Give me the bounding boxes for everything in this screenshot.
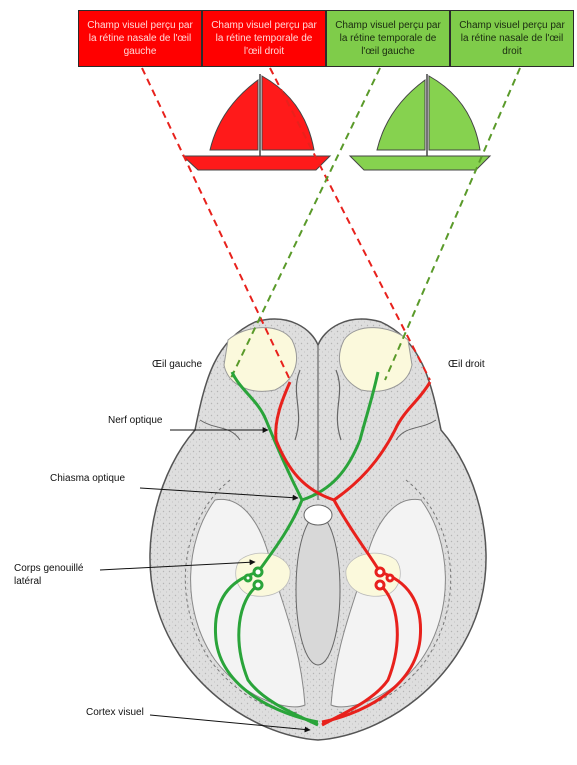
brain-outline [150, 319, 486, 740]
left-lgn-region [236, 553, 290, 596]
field-left-nasal: Champ visuel perçu par la rétine nasale … [78, 10, 202, 67]
field-left-temporal: Champ visuel perçu par la rétine tempora… [326, 10, 450, 67]
visual-field-header: Champ visuel perçu par la rétine nasale … [78, 10, 574, 67]
label-visual-cortex: Cortex visuel [86, 706, 144, 719]
label-lgn: Corps genouillé latéral [14, 562, 94, 588]
label-optic-chiasm: Chiasma optique [50, 472, 125, 485]
field-right-temporal: Champ visuel perçu par la rétine tempora… [202, 10, 326, 67]
label-optic-nerve: Nerf optique [108, 414, 162, 427]
field-right-nasal: Champ visuel perçu par la rétine nasale … [450, 10, 574, 67]
label-right-eye: Œil droit [448, 358, 485, 371]
left-eye-region [224, 328, 297, 392]
green-sailboat [350, 74, 490, 170]
label-left-eye: Œil gauche [152, 358, 202, 371]
red-sailboat [183, 74, 330, 170]
